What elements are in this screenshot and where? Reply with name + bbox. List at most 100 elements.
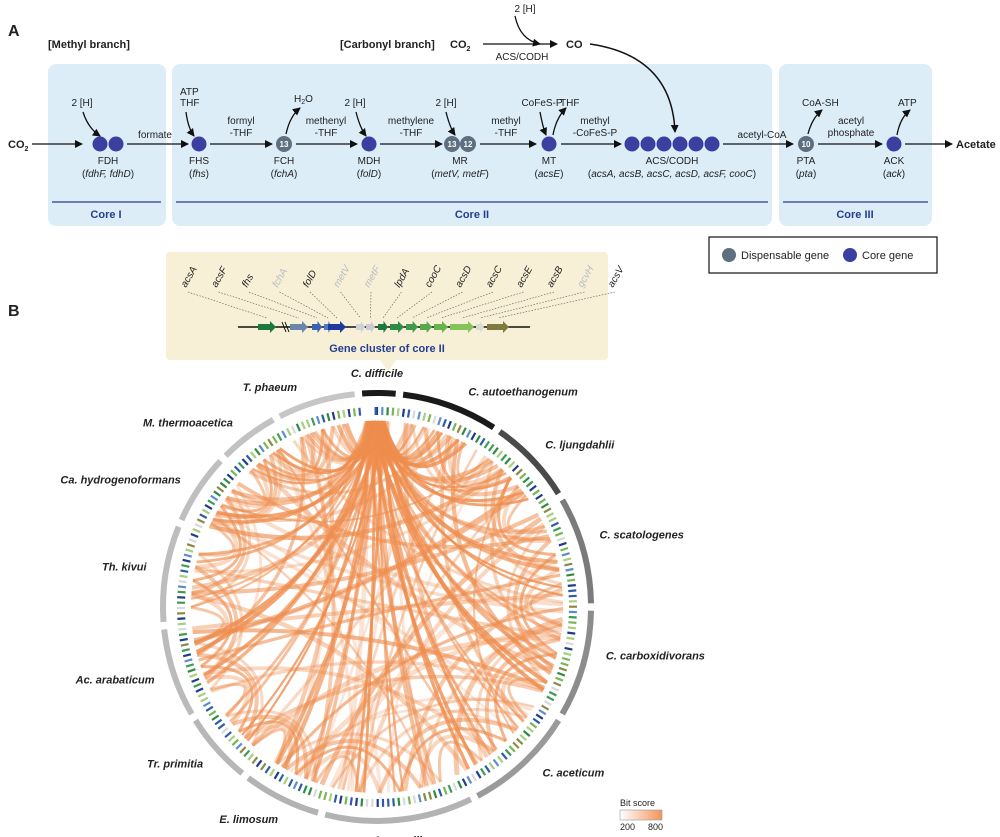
gene-ring-tick [566, 573, 575, 577]
gene-ring-tick [488, 761, 495, 770]
mt-gene [541, 136, 557, 152]
gene-ring-tick [479, 767, 487, 776]
gene-ring-tick [254, 447, 261, 456]
synteny-chord [196, 436, 306, 656]
synteny-chord [331, 698, 535, 789]
legend-core-swatch [843, 248, 857, 262]
synteny-chord [208, 468, 505, 541]
cluster-gene-arrow-folD [328, 321, 346, 333]
synteny-chord [280, 607, 564, 768]
species-arc-4 [559, 498, 594, 604]
gene-ring-tick [475, 770, 482, 779]
fdh-gene-2 [108, 136, 124, 152]
mt-thf-out: THF [560, 98, 579, 109]
gene-ring-tick [471, 773, 477, 782]
gene-ring-tick [342, 409, 346, 418]
gene-ring-tick [271, 435, 278, 444]
gene-ring-tick [177, 617, 186, 620]
gene-ring-tick [360, 798, 364, 807]
gene-ring-tick [195, 687, 204, 693]
gene-ring-tick [488, 443, 495, 452]
cluster-leader-lines [187, 291, 616, 319]
cluster-leader-lpdA [382, 291, 402, 319]
gene-ring-tick [461, 778, 468, 787]
synteny-chord [231, 714, 309, 779]
gene-ring-tick [281, 430, 287, 439]
gene-ring-tick [483, 440, 491, 449]
synteny-chord [507, 677, 548, 719]
species-label-9: Tr. primitia [147, 759, 203, 771]
cluster-title: Gene cluster of core II [329, 343, 445, 355]
gene-ring-tick [474, 435, 481, 443]
synteny-chord [453, 616, 564, 776]
cluster-leader-fchA [279, 291, 329, 319]
fch-h2o: H2O [294, 94, 313, 106]
gene-ring-tick [492, 447, 499, 455]
gene-ring-tick [213, 490, 222, 497]
gene-ring-tick [402, 797, 406, 806]
intermediate-formyl-thf: formyl-THF [227, 116, 254, 139]
gene-ring-tick [442, 786, 448, 795]
synteny-chord [250, 635, 561, 747]
species-label-5: C. carboxidivorans [606, 651, 705, 663]
gene-ring-tick [560, 546, 569, 552]
gene-ring-tick [557, 671, 566, 677]
synteny-chord [190, 496, 247, 596]
synteny-chord [475, 622, 563, 762]
cluster-gene-arrow-acsB [450, 321, 474, 333]
gene-ring-tick [264, 765, 271, 774]
synteny-chord [341, 421, 370, 454]
fch-gene [276, 136, 292, 152]
colorbar-title: Bit score [620, 798, 655, 808]
cluster-gene-arrow-acsC [420, 321, 432, 333]
gene-ring-tick [188, 538, 197, 543]
gene-ring-tick [258, 444, 265, 453]
mdh-genes: (folD) [357, 169, 381, 180]
gene-ring [176, 406, 577, 807]
synteny-chord [194, 565, 561, 639]
gene-ring-tick [219, 481, 228, 489]
gene-ring-tick [226, 473, 235, 481]
gene-ring-tick [197, 692, 206, 698]
gene-ring-tick [567, 578, 576, 582]
species-label-6: C. aceticum [543, 768, 605, 780]
gene-ring-tick [522, 730, 531, 737]
gene-ring-tick [235, 742, 243, 750]
gene-ring-tick [392, 798, 395, 807]
synteny-chord [300, 420, 389, 465]
fch-genes: (fchA) [271, 169, 298, 180]
gene-ring-tick [412, 410, 416, 419]
synteny-chord [357, 522, 545, 793]
species-label-10: Ac. arabaticum [75, 674, 155, 686]
synteny-chord [241, 420, 385, 736]
cluster-leader-metF [370, 291, 372, 319]
gene-ring-tick [567, 631, 576, 635]
gene-ring-tick [237, 461, 245, 470]
ack-gene [886, 136, 902, 152]
gene-ring-tick [500, 752, 508, 760]
gene-ring-tick [292, 781, 299, 790]
gene-ring-tick [532, 489, 540, 496]
gene-ring-tick [207, 499, 216, 506]
cluster-leader-metV [340, 291, 361, 319]
synteny-chord [437, 740, 483, 782]
species-arc-1 [361, 389, 396, 397]
synteny-chord [191, 592, 563, 631]
synteny-chord [385, 421, 414, 455]
gene-ring-tick [260, 762, 267, 771]
gene-ring-tick [550, 521, 559, 528]
gene-ring-tick [217, 723, 226, 730]
gene-ring-tick [181, 564, 190, 568]
cluster-gene-arrows [258, 321, 509, 333]
synteny-chord [194, 641, 264, 747]
cluster-leader-folD [309, 291, 338, 319]
synteny-chord [380, 420, 428, 458]
synteny-chord [225, 463, 270, 508]
mt-input-arrow [539, 111, 547, 136]
gene-ring-tick [442, 418, 447, 428]
gene-ring-tick [437, 788, 443, 797]
species-label-4: C. scatologenes [600, 530, 684, 542]
gene-ring-tick [565, 567, 574, 572]
fhs-input-arrow [185, 111, 195, 137]
